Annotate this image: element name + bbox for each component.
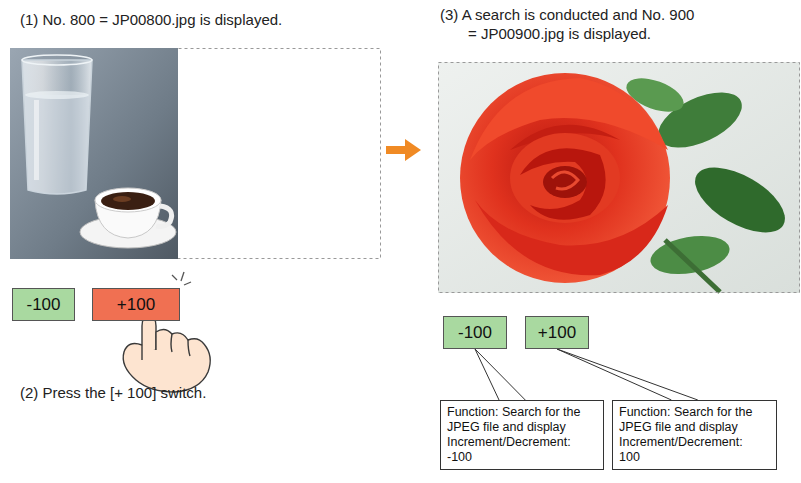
step-note: (2) Press the [+ 100] switch.	[20, 383, 206, 402]
button-label: +100	[117, 295, 155, 315]
button-label: +100	[538, 323, 576, 343]
switch-button: -100	[12, 288, 75, 321]
image-frame	[11, 49, 381, 259]
press-marks	[172, 272, 191, 285]
rose-photo	[438, 62, 800, 293]
step-note: (1) No. 800 = JP00800.jpg is displayed.	[20, 10, 282, 29]
coffee-photo	[10, 48, 178, 259]
button-label: -100	[458, 323, 492, 343]
callout-leader	[475, 349, 525, 400]
callout-leader	[557, 349, 698, 400]
step-note: (3) A search is conducted and No. 900 = …	[440, 5, 702, 43]
callout-text: Increment/Decrement: 100	[619, 435, 762, 465]
callout-box: Function: Search for the JPEG file and d…	[612, 400, 777, 470]
image-frame	[439, 63, 800, 293]
switch-button: +100	[525, 316, 589, 349]
switch-button: +100	[92, 288, 180, 321]
callout-text: Function: Search for the JPEG file and d…	[619, 405, 762, 435]
switch-button: -100	[443, 316, 507, 349]
flow-arrow	[386, 139, 421, 161]
pointing-hand	[123, 316, 210, 392]
callout-box: Function: Search for the JPEG file and d…	[440, 400, 604, 470]
button-label: -100	[26, 295, 60, 315]
callout-text: Function: Search for the JPEG file and d…	[447, 405, 589, 435]
callout-text: Increment/Decrement: -100	[447, 435, 589, 465]
